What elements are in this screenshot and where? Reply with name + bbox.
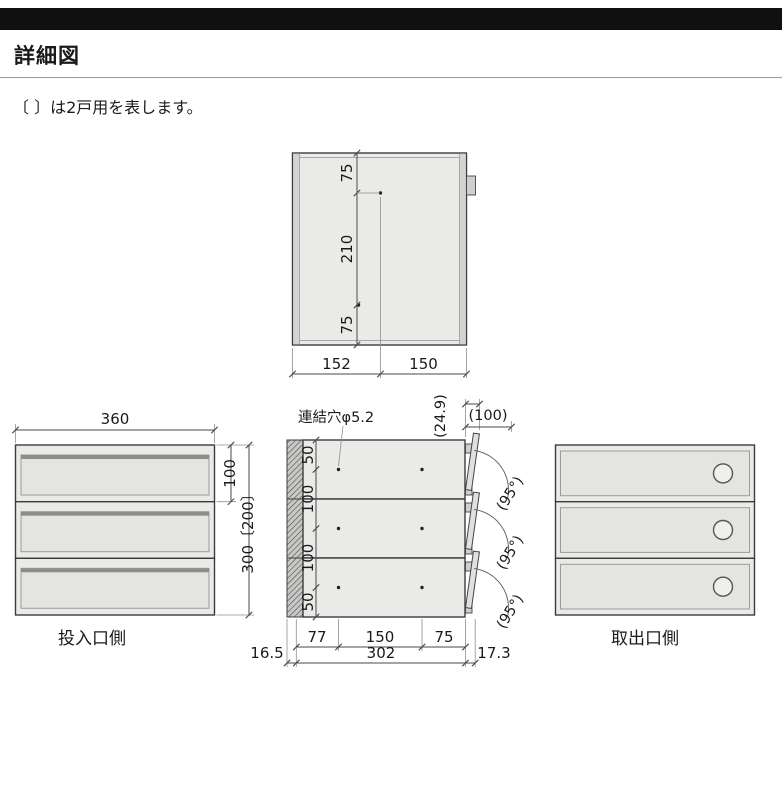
cylinder-lock	[712, 519, 734, 541]
dim-side-h-75: 75	[434, 628, 453, 646]
dim-front-total-height-300: 300〔200〕	[239, 486, 257, 573]
dim-front-width-360: 360	[101, 410, 130, 428]
back-unit-3	[554, 557, 756, 616]
angle-annotation-2: (95°)	[494, 533, 527, 573]
swing-arc	[474, 567, 509, 618]
back-unit-2	[554, 501, 756, 560]
dim-top-depth-75a: 75	[338, 163, 356, 182]
mail-slot	[21, 455, 209, 459]
front-view-dimensions: 360 100 300〔200〕	[11, 410, 257, 619]
top-view-left-wall	[293, 153, 300, 345]
dim-front-unit-height-100: 100	[221, 459, 239, 488]
cylinder-lock	[712, 576, 734, 597]
link-hole-annotation: 連結穴φ5.2	[298, 409, 374, 467]
top-view-body	[291, 152, 468, 346]
dim-side-h-150: 150	[366, 628, 395, 646]
side-vertical-dimensions: 50 100 100 50	[299, 436, 320, 621]
back-unit-1	[554, 444, 756, 503]
side-unit-1	[302, 439, 466, 500]
dim-side-right-17-3: 17.3	[477, 644, 510, 662]
cylinder-lock	[712, 463, 734, 484]
title-divider	[0, 77, 782, 78]
side-view: (95°) (95°) (95°) 連結穴φ5.2	[250, 394, 527, 667]
back-view-label: 取出口側	[611, 629, 679, 649]
dim-top-width-150: 150	[409, 355, 438, 373]
top-right-annotations: (24.9) (100)	[433, 394, 516, 438]
dim-side-v-50a: 50	[299, 445, 317, 464]
mail-slot	[21, 511, 209, 516]
dim-top-depth-210: 210	[338, 235, 356, 264]
front-unit-2	[14, 501, 216, 560]
top-view-hole	[378, 191, 383, 195]
link-hole	[336, 467, 341, 472]
link-hole	[336, 585, 341, 590]
page-title: 詳細図	[14, 44, 80, 68]
dim-top-depth-75b: 75	[338, 315, 356, 334]
legend-note: 〔 〕は2戸用を表します。	[13, 98, 203, 117]
dim-side-v-100b: 100	[299, 544, 317, 573]
link-hole	[336, 526, 341, 531]
top-view-dimensions: 75 210 75 152 150	[288, 149, 471, 378]
side-bottom-dimensions: 77 150 75 16.5 302 17.3	[250, 619, 511, 667]
angle-annotation-3: (95°)	[494, 592, 527, 632]
link-hole	[420, 585, 424, 590]
top-view-right-wall	[459, 153, 466, 345]
dim-side-v-100a: 100	[299, 485, 317, 514]
front-unit-1	[14, 444, 216, 503]
front-unit-3	[14, 557, 216, 616]
back-view: 取出口側	[554, 444, 756, 649]
top-black-bar	[0, 8, 782, 30]
link-hole	[420, 467, 424, 472]
offset-annotation: (24.9)	[433, 394, 449, 438]
dim-side-left-16-5: 16.5	[250, 644, 283, 662]
swing-arc	[474, 449, 509, 500]
dim-side-h-77: 77	[307, 628, 326, 646]
angle-annotation-1: (95°)	[494, 474, 527, 514]
swing-arc	[474, 508, 509, 559]
door-depth-annotation: (100)	[469, 408, 508, 424]
dim-side-total-302: 302	[367, 644, 396, 662]
top-view-lock-protrusion	[466, 175, 476, 196]
front-view-label: 投入口側	[58, 629, 126, 649]
link-hole	[420, 526, 424, 531]
dim-side-v-50b: 50	[299, 592, 317, 611]
side-unit-3	[302, 557, 466, 618]
top-view: 75 210 75 152 150	[288, 149, 476, 378]
link-hole-label: 連結穴φ5.2	[298, 409, 374, 426]
front-view: 360 100 300〔200〕 投入口側	[11, 410, 257, 649]
dim-top-width-152: 152	[322, 355, 351, 373]
mail-slot	[21, 568, 209, 573]
side-unit-2	[302, 498, 466, 559]
